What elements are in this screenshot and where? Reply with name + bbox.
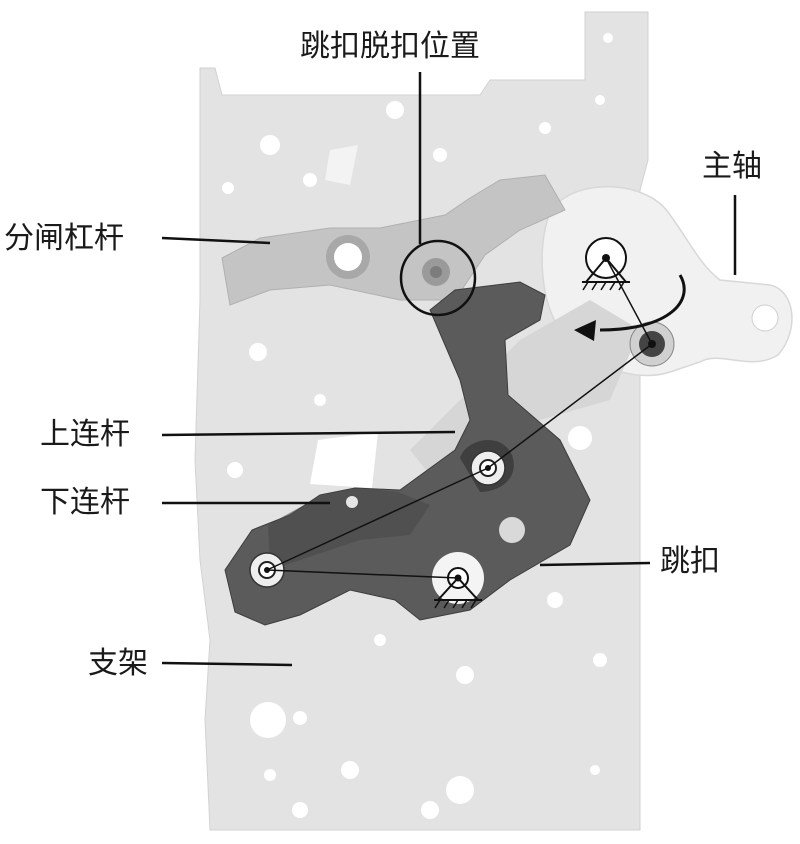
trip-release-circle (399, 239, 477, 317)
label-trip-catch: 跳扣 (660, 544, 720, 579)
rotation-arrow (599, 274, 686, 332)
rotation-arrowhead (574, 320, 596, 341)
label-opening-lever: 分闸杠杆 (4, 221, 124, 256)
leader-lines (161, 72, 737, 667)
lower-link (268, 488, 430, 570)
fixed-support-shaft (582, 237, 630, 291)
plate-cutout (310, 432, 378, 488)
label-main-shaft: 主轴 (702, 149, 762, 184)
fixed-support-catch (432, 552, 484, 609)
label-trip-release-position: 跳扣脱扣位置 (300, 29, 480, 64)
plate-holes (222, 33, 613, 819)
label-lower-link: 下连杆 (40, 485, 130, 520)
kinematic-lines (266, 257, 653, 579)
label-bracket: 支架 (88, 646, 148, 681)
plate-cutout-upper (325, 145, 358, 185)
label-upper-link: 上连杆 (40, 417, 130, 452)
opening-lever (221, 174, 566, 306)
